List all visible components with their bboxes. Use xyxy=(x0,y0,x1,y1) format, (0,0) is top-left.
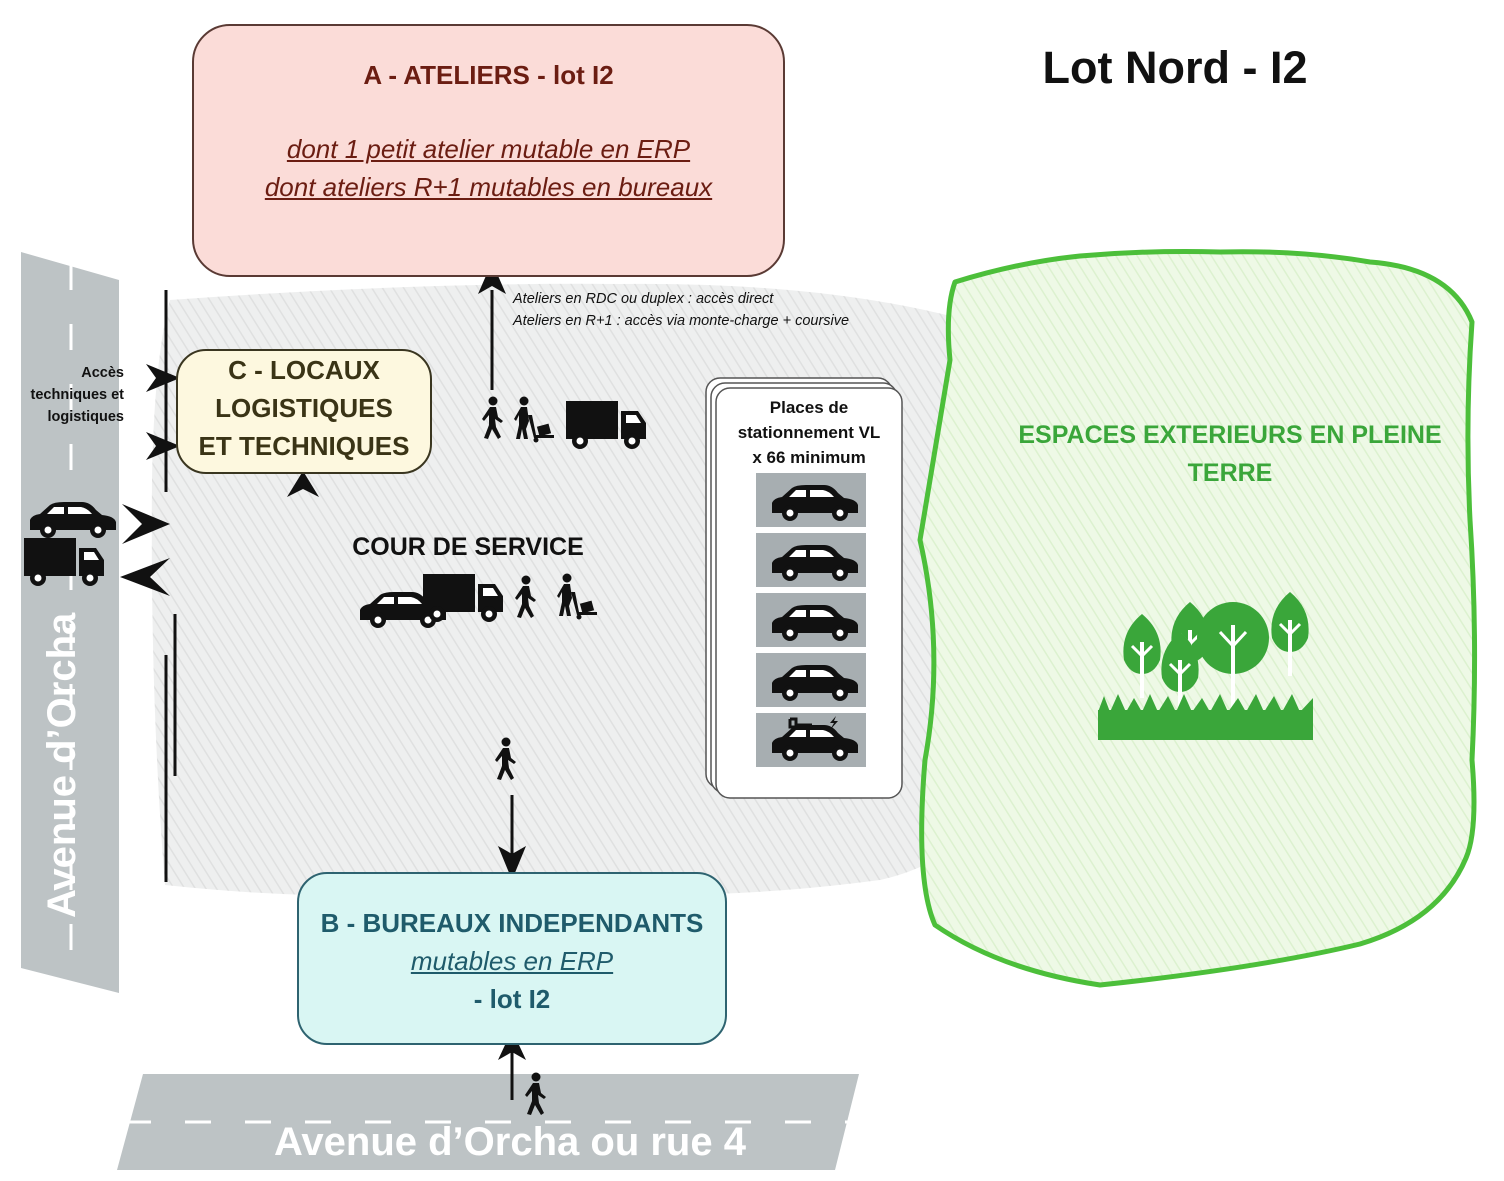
page-title: Lot Nord - I2 xyxy=(1042,42,1308,93)
arrow-right-icon xyxy=(146,432,180,460)
entry-arrow-icon xyxy=(122,504,170,544)
side-access-line1: Accès xyxy=(81,365,124,381)
logistique-title-line1: C - LOCAUX xyxy=(228,355,380,385)
logistique-title-line3: ET TECHNIQUES xyxy=(198,431,410,461)
two-way-arrow-icon xyxy=(498,795,526,880)
road-bottom xyxy=(117,1074,859,1170)
logistique-title-line2: LOGISTIQUES xyxy=(215,393,393,423)
access-arrow-icon xyxy=(478,262,506,390)
road-bottom-label: Avenue d’Orcha ou rue 4 xyxy=(274,1120,746,1164)
green-space-title-line1: ESPACES EXTERIEURS EN PLEINE xyxy=(1018,421,1442,449)
arrow-up-icon xyxy=(287,471,319,497)
bureaux-lot: - lot I2 xyxy=(473,984,551,1014)
ateliers-note-erp: dont 1 petit atelier mutable en ERP xyxy=(286,134,691,164)
lightning-icon xyxy=(830,716,838,730)
access-note-line1: Ateliers en RDC ou duplex : accès direct xyxy=(513,291,774,307)
trees-icon xyxy=(1098,590,1313,740)
road-left xyxy=(21,252,119,993)
parking-title-line1: Places de xyxy=(769,398,849,417)
pedestrian-access-arrow-icon xyxy=(498,1030,526,1100)
parking-title-line2: stationnement VL xyxy=(737,423,881,442)
plug-icon xyxy=(788,717,812,729)
parking-slots xyxy=(756,473,866,767)
green-space-title-line2: TERRE xyxy=(1187,459,1273,487)
exit-arrow-icon xyxy=(120,558,170,596)
ateliers-title: A - ATELIERS - lot I2 xyxy=(363,60,614,90)
bureaux-box: B - BUREAUX INDEPENDANTS mutables en ERP… xyxy=(297,872,727,1045)
road-left-label: Avenue d’Orcha xyxy=(40,612,84,918)
ateliers-box: A - ATELIERS - lot I2 dont 1 petit ateli… xyxy=(192,24,785,277)
side-access-line3: logistiques xyxy=(47,409,124,425)
courtyard-label: COUR DE SERVICE xyxy=(352,533,584,561)
bureaux-note-erp: mutables en ERP xyxy=(410,946,614,976)
parking-title-line3: x 66 minimum xyxy=(752,448,866,467)
ateliers-note-bureaux: dont ateliers R+1 mutables en bureaux xyxy=(264,172,713,202)
access-note-line2: Ateliers en R+1 : accès via monte-charge… xyxy=(513,313,850,329)
bureaux-title: B - BUREAUX INDEPENDANTS xyxy=(320,908,704,938)
arrow-right-icon xyxy=(146,364,180,392)
side-access-line2: techniques et xyxy=(30,387,124,403)
logistique-box: C - LOCAUX LOGISTIQUES ET TECHNIQUES xyxy=(176,349,432,474)
